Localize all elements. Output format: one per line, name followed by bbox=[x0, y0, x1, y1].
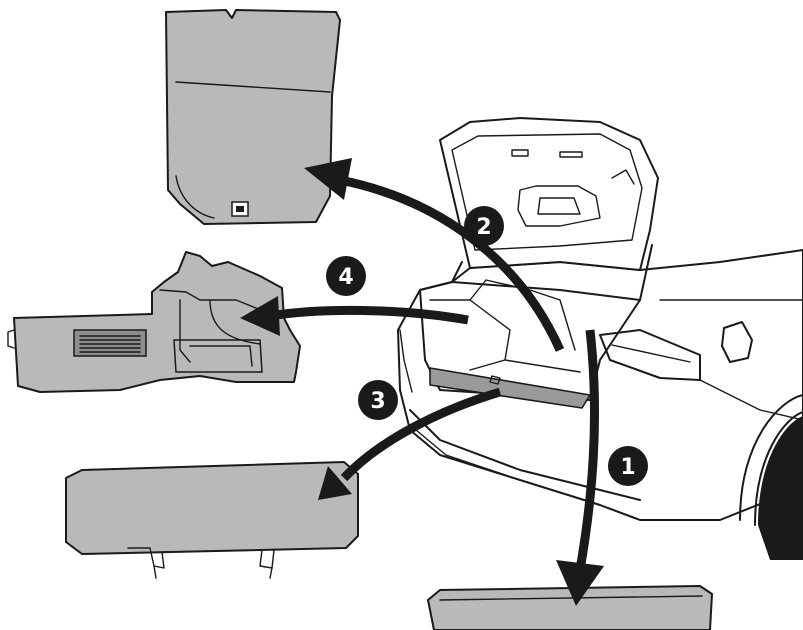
trunk-sill-in-car bbox=[429, 367, 591, 409]
trunk-floor-cover-panel bbox=[165, 9, 341, 225]
callout-4: 4 bbox=[326, 256, 366, 296]
callout-4-label: 4 bbox=[338, 265, 353, 290]
arrow-3 bbox=[340, 387, 502, 482]
callout-1-label: 1 bbox=[620, 455, 635, 480]
callout-3: 3 bbox=[358, 380, 398, 420]
arrow-1 bbox=[575, 329, 600, 571]
arrow-4 bbox=[269, 305, 469, 325]
callout-2: 2 bbox=[464, 206, 504, 246]
callout-3-label: 3 bbox=[370, 389, 385, 414]
callout-2-label: 2 bbox=[476, 215, 491, 240]
callout-1: 1 bbox=[608, 446, 648, 486]
rear-bumper-cover-panel bbox=[427, 585, 713, 630]
trunk-sill-cover-panel bbox=[65, 461, 359, 579]
car-rear-view bbox=[397, 117, 803, 560]
removal-arrows bbox=[240, 158, 604, 606]
